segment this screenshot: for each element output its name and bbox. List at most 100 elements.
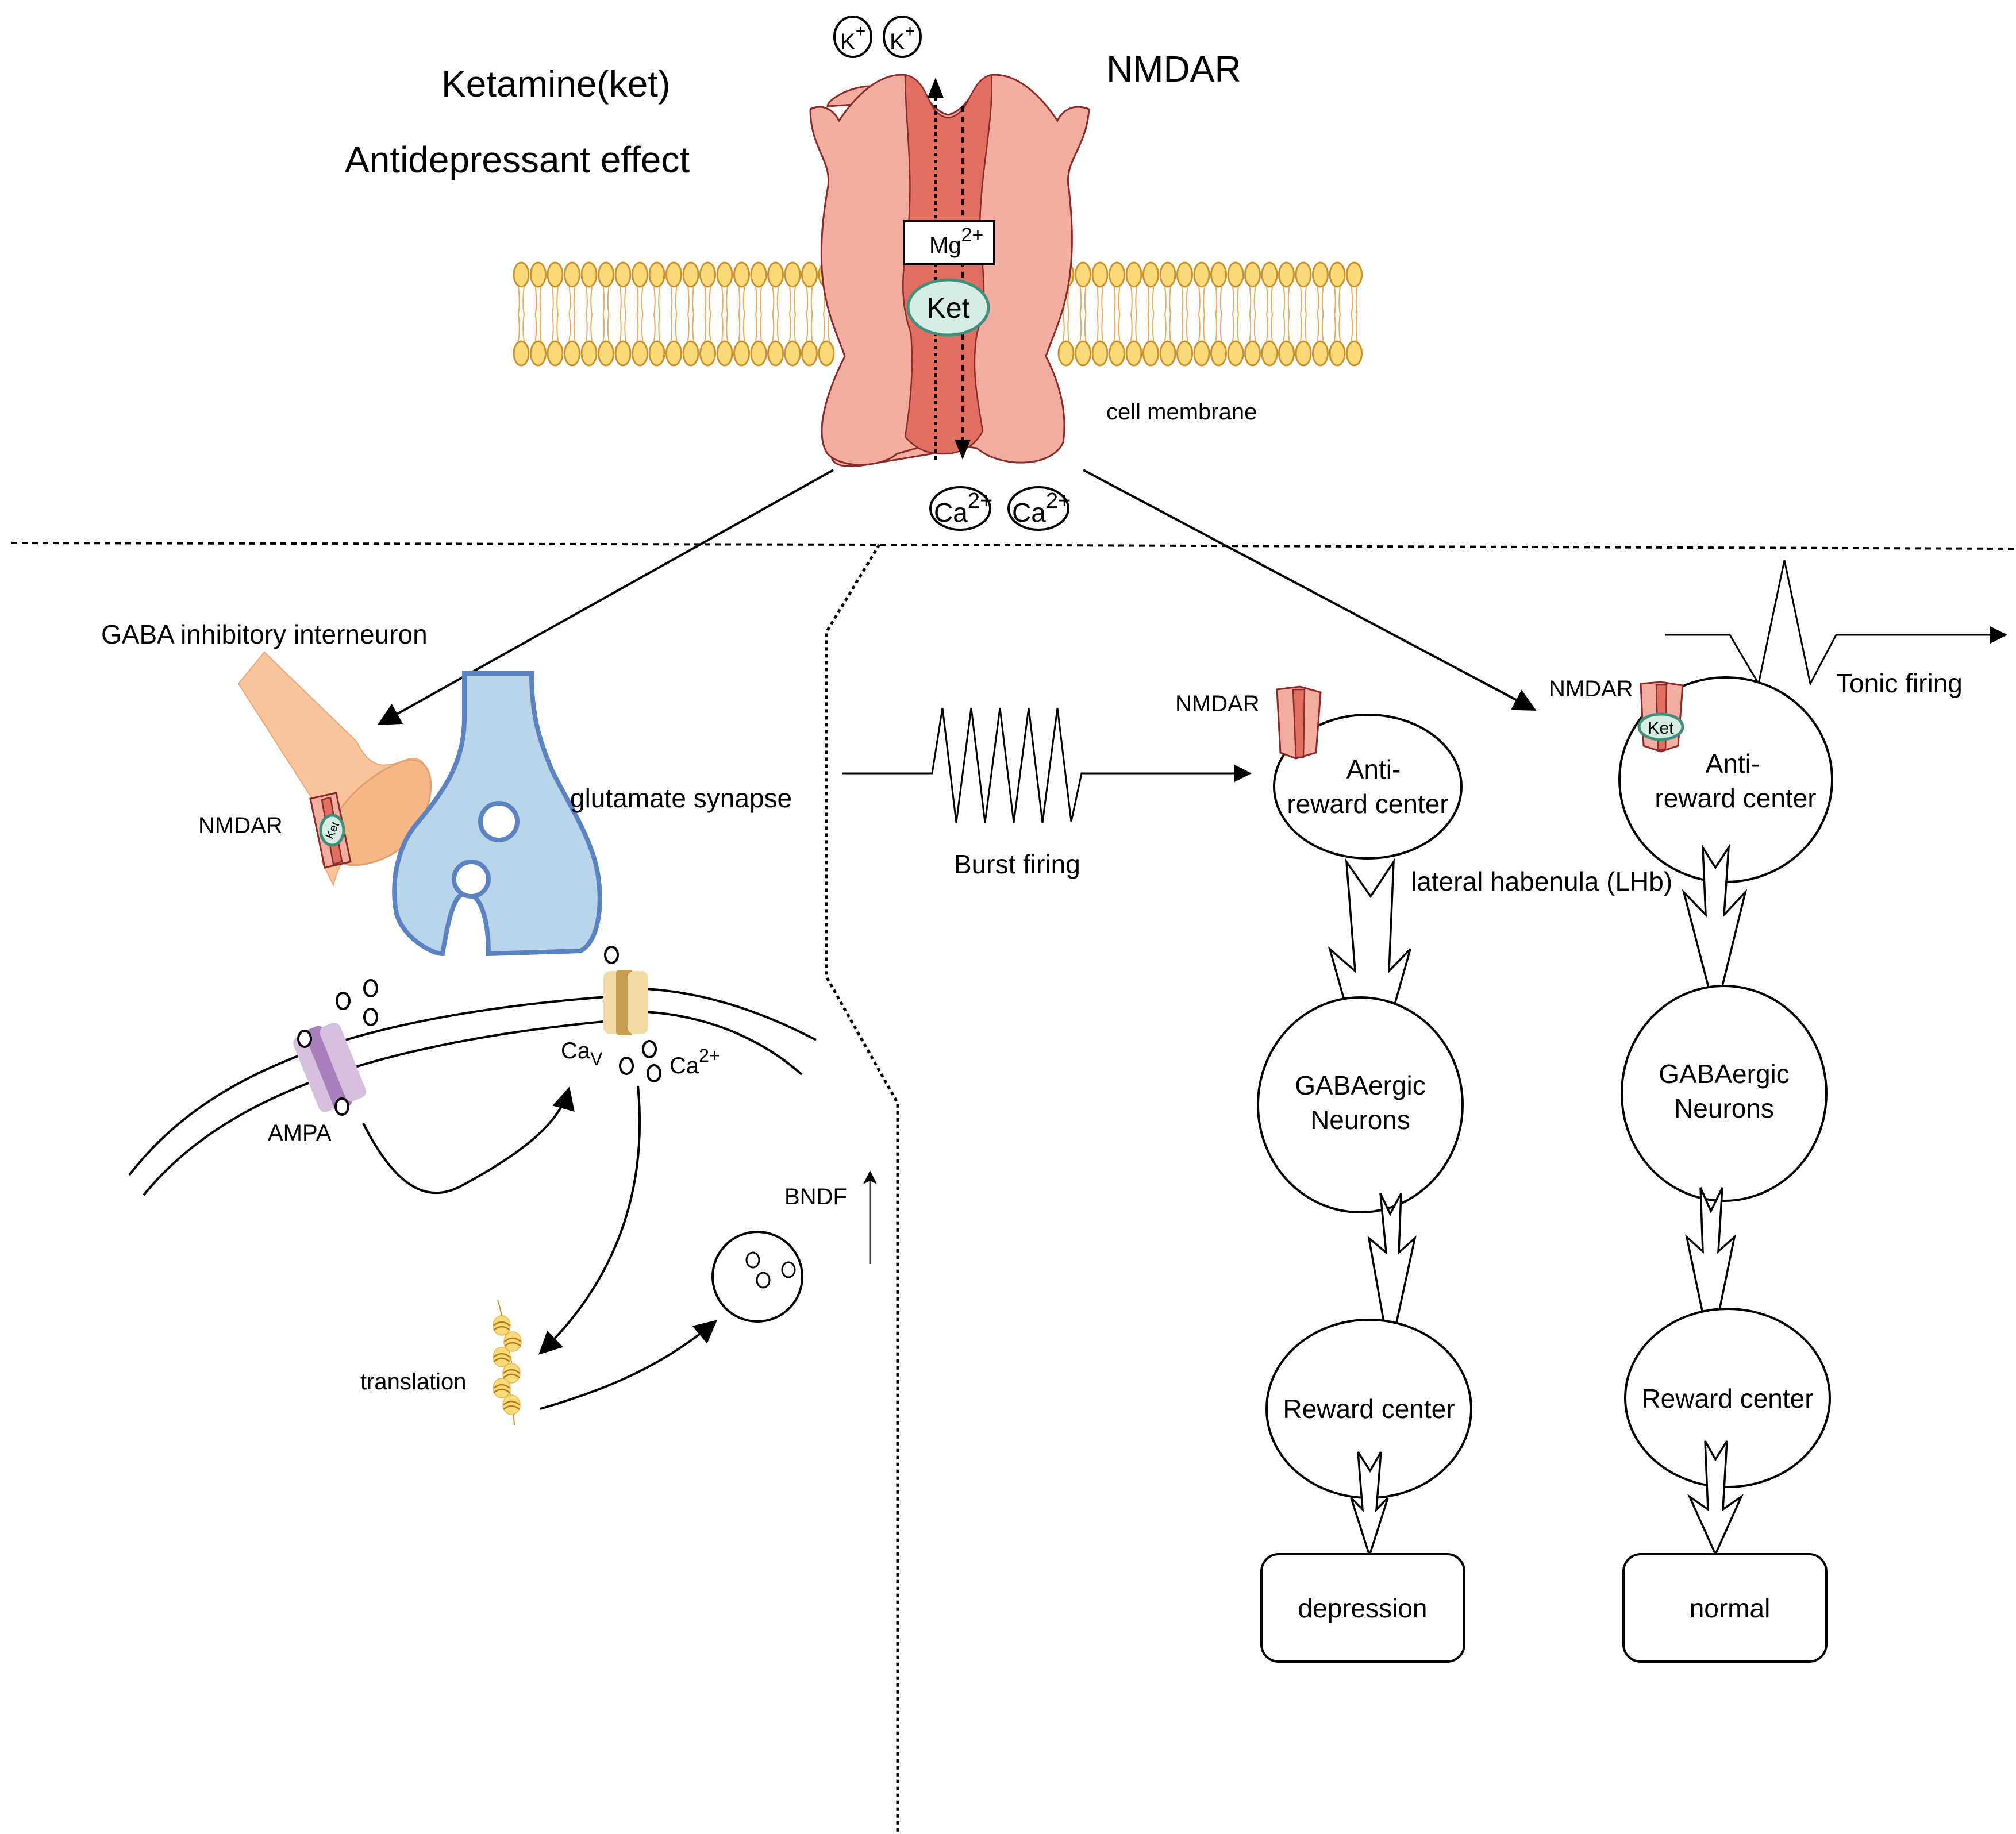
lipid-head [1312,261,1329,288]
lipid-tail [772,286,775,342]
ribosome [493,1315,511,1336]
lipid-tail [658,286,661,342]
tonic-firing-wave [1665,560,2007,687]
lipid-head [1075,340,1091,367]
ribosome [502,1394,521,1415]
svg-text:Ca2+: Ca2+ [1012,489,1071,527]
gabaergic-line1: GABAergic [1295,1070,1426,1100]
polysome [493,1300,522,1425]
flow-arrow [1367,1193,1417,1355]
lipid-tail [1198,286,1201,342]
lipid-tail [1317,286,1319,342]
lipid-tail [607,286,610,342]
outcome-box [1260,1553,1465,1663]
lipid-tail [1355,286,1358,342]
anti-reward-line2: reward center [1655,783,1816,813]
translation-to-bdnf-arrow [540,1320,718,1410]
lipid-tail [641,286,644,342]
lipid-head [699,261,716,288]
lipid-head [598,261,614,288]
lipid-head [750,261,767,288]
ampa-to-cav-arrow [362,1086,575,1195]
lipid-head [1244,261,1261,288]
outcome-box [1622,1553,1828,1663]
gabaergic-line2: Neurons [1674,1093,1774,1123]
lipid-head [1176,261,1193,288]
lipid-tail [1232,286,1234,342]
ribosome-band [493,1384,510,1389]
lipid-tail [1169,286,1172,342]
lipid-head [1261,261,1278,288]
reward-center-label: Reward center [1641,1384,1813,1413]
ca-ion: Ca2+ [1007,486,1071,531]
lipid-head [547,340,564,367]
glutamate-terminal [392,671,602,957]
lipid-head [530,340,547,367]
lipid-tail [1287,286,1290,342]
ribosome [493,1347,511,1367]
lipid-head [665,261,682,288]
ribosome-band [503,1373,520,1378]
lipid-tail [585,286,588,342]
lipid-tail [1147,286,1150,342]
lipid-head [598,340,614,367]
k-ion: K+ [833,16,872,58]
ca-influx-label: Ca2+ [670,1045,720,1078]
lipid-tail [788,286,791,342]
lipid-head [1210,340,1227,367]
nmdar-title: NMDAR [1106,48,1241,90]
lipid-tail [1338,286,1341,342]
lipid-tail [568,286,571,342]
lipid-head [1346,261,1363,288]
ribosome [502,1363,521,1384]
lipid-tail [1152,286,1155,342]
lipid-tail [687,286,690,342]
lipid-tail [760,286,763,342]
ribosome-band [503,1405,520,1410]
lipid-head [784,340,801,367]
lipid-head [1142,261,1159,288]
lipid-tail [1333,286,1336,342]
lipid-head [665,340,682,367]
anti-reward-line2: reward center [1287,789,1448,819]
lipid-head [564,261,580,288]
lipid-tail [1164,286,1167,342]
svg-text:Ca2+: Ca2+ [934,489,992,527]
bdnf-vesicle [711,1231,803,1323]
lipid-tail [590,286,593,342]
k-efflux-arrow-icon [928,78,944,98]
mg-label: Mg [929,233,961,258]
tonic-firing-label: Tonic firing [1836,668,1963,698]
lipid-head [818,340,835,367]
lipid-tail [670,286,673,342]
lipid-head [1193,261,1210,288]
lipid-tail [539,286,542,342]
interneuron-nmdar: Ket [309,792,352,869]
lipid-tail [755,286,757,342]
lipid-tail [704,286,707,342]
lipid-tail [692,286,695,342]
cav-channel [603,970,648,1035]
svg-text:Mg2+: Mg2+ [929,224,983,258]
lipid-head [1159,261,1176,288]
lipid-tail [721,286,724,342]
lipid-head [513,340,530,367]
flow-arrow [1350,1451,1389,1559]
ribosome-band [503,1369,520,1374]
lipid-tail [534,286,537,342]
lipid-head [767,340,784,367]
lipid-head [648,340,665,367]
gaba-interneuron-label: GABA inhibitory interneuron [101,619,428,649]
lipid-head [1346,340,1363,367]
lipid-tail [1271,286,1274,342]
ribosome-band [503,1400,520,1405]
lipid-tail [602,286,605,342]
lipid-tail [1203,286,1206,342]
lipid-head [1312,340,1329,367]
svg-text:K+: K+ [840,22,865,55]
lipid-head [614,261,632,288]
arrow-to-gaba-interneuron [377,469,834,725]
nmdar-channel: Mg2+ Ket [809,74,1090,467]
lipid-tail [776,286,779,342]
k-ion: K+ [883,16,922,58]
